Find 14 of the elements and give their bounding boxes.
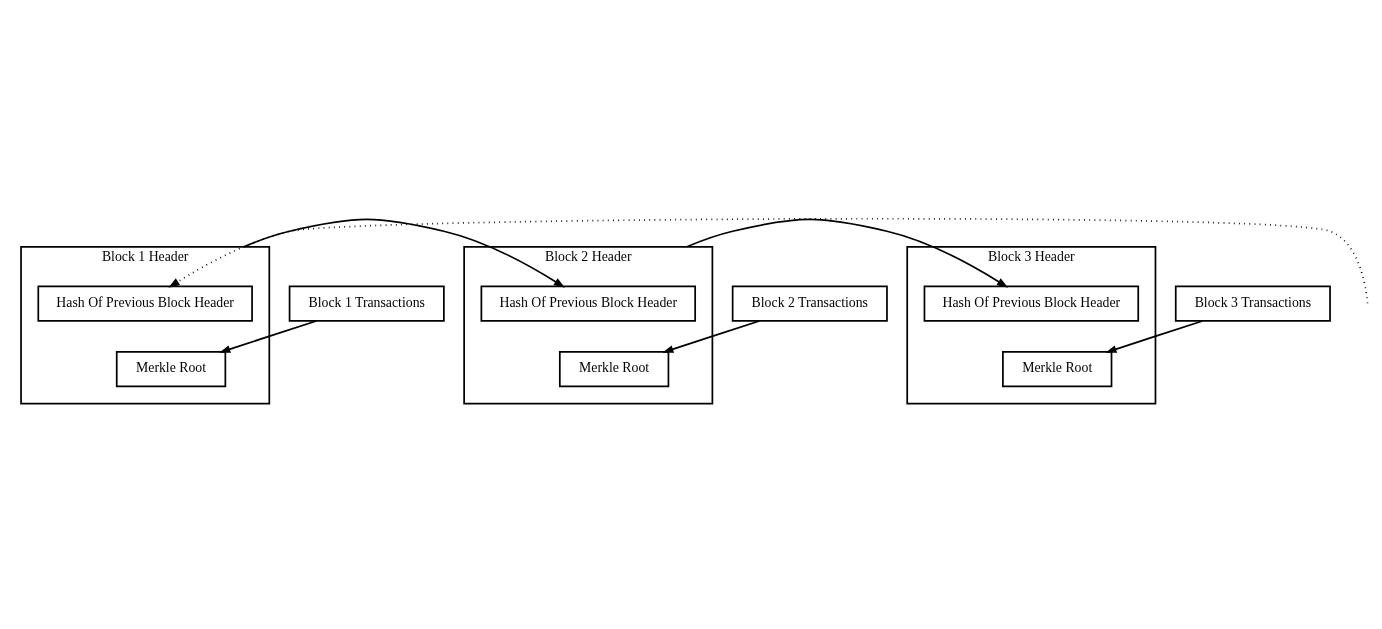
arrow (686, 218, 1009, 288)
node-box: Block 3 Transactions (1174, 285, 1331, 322)
arrow (243, 218, 565, 288)
node-box: Merkle Root (1002, 351, 1113, 388)
node-box: Block 2 Transactions (731, 285, 888, 322)
node-box: Block 1 Transactions (288, 285, 445, 322)
arrow (662, 320, 761, 353)
node-box: Hash Of Previous Block Header (37, 285, 253, 322)
arrow (1105, 320, 1204, 353)
node-box: Merkle Root (115, 351, 227, 388)
node-box: Hash Of Previous Block Header (480, 285, 696, 322)
node-box: Hash Of Previous Block Header (923, 285, 1140, 322)
arrow (219, 320, 318, 353)
node-box: Merkle Root (558, 351, 670, 388)
